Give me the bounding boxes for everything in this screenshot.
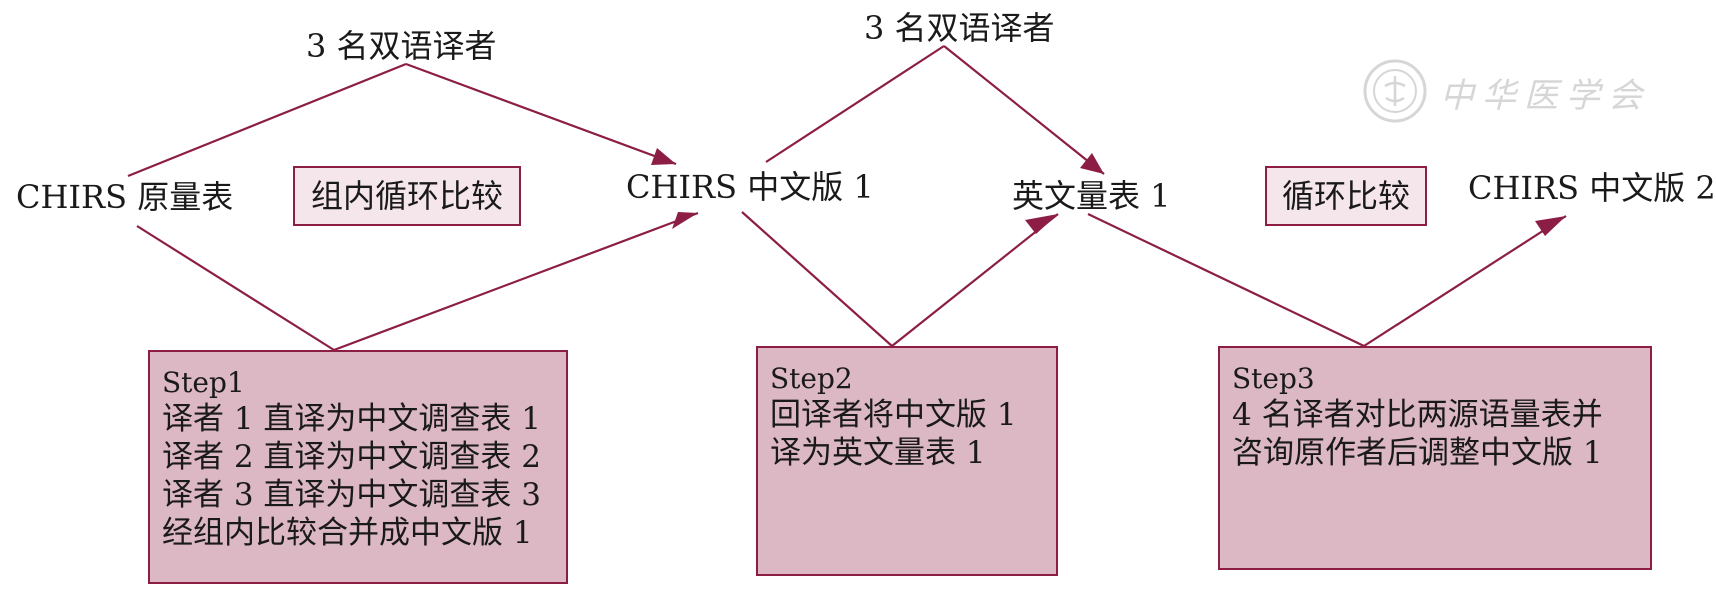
step-title: Step1 [162, 366, 245, 399]
step-box-1: Step1 译者 1 直译为中文调查表 1 译者 2 直译为中文调查表 2 译者… [148, 350, 568, 584]
edge-english-to-step3 [1087, 213, 1365, 347]
arrowhead-english-bottom [1025, 214, 1058, 234]
edge-step1-to-chinese-v1 [333, 211, 699, 352]
translators-label-left: 3 名双语译者 [306, 27, 497, 65]
arrowhead-chinese-v2 [1535, 216, 1566, 236]
step-line: 译者 2 直译为中文调查表 2 [162, 439, 542, 475]
edge-chinese-v1-to-translators [765, 45, 945, 163]
translators-label-right: 3 名双语译者 [864, 9, 1055, 47]
arrowhead-english-top [1080, 153, 1104, 174]
arrowhead-chinese-v1-bottom [672, 212, 698, 229]
edge-chinese-v1-to-step2 [741, 211, 893, 347]
node-chinese-v1: CHIRS 中文版 1 [626, 168, 874, 206]
society-seal-icon [1363, 59, 1427, 123]
step-title: Step3 [1232, 362, 1315, 395]
arrowhead-chinese-v1-top [651, 148, 676, 165]
edge-original-to-step1 [136, 225, 335, 351]
node-original-scale: CHIRS 原量表 [16, 178, 234, 216]
step-line: 译为英文量表 1 [770, 435, 986, 471]
edge-step2-to-english [891, 213, 1059, 347]
step-line: 咨询原作者后调整中文版 1 [1232, 435, 1603, 471]
step-line: 经组内比较合并成中文版 1 [162, 515, 533, 551]
step-line: 译者 3 直译为中文调查表 3 [162, 477, 542, 513]
edge-original-to-translators [127, 62, 407, 178]
tag-group-compare: 组内循环比较 [293, 166, 521, 226]
edge-translators-to-chinese-v1 [405, 62, 677, 166]
watermark-text: 中华医学会 [1440, 76, 1650, 116]
edge-step3-to-chinese-v2 [1363, 215, 1567, 347]
step-box-2: Step2 回译者将中文版 1 译为英文量表 1 [756, 346, 1058, 576]
tag-cycle-compare: 循环比较 [1265, 166, 1427, 226]
node-chinese-v2: CHIRS 中文版 2 [1468, 169, 1716, 207]
step-line: 译者 1 直译为中文调查表 1 [162, 401, 542, 437]
node-english-scale: 英文量表 1 [1012, 177, 1171, 215]
edge-translators-to-english [943, 45, 1105, 175]
step-line: 4 名译者对比两源语量表并 [1232, 397, 1603, 433]
step-line: 回译者将中文版 1 [770, 397, 1017, 433]
step-title: Step2 [770, 362, 853, 395]
step-box-3: Step3 4 名译者对比两源语量表并 咨询原作者后调整中文版 1 [1218, 346, 1652, 570]
